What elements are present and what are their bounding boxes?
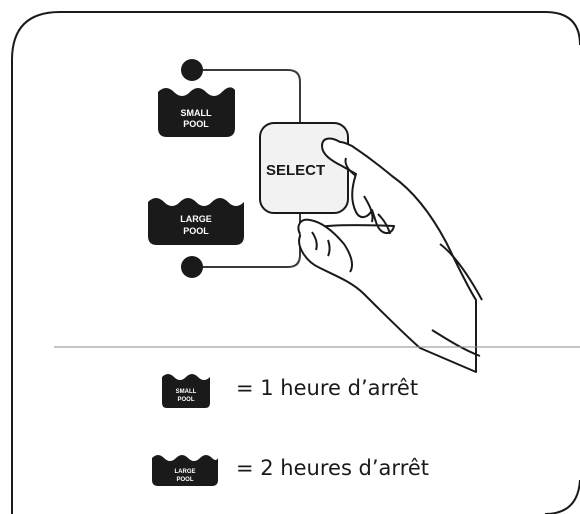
small-pool-label-line2: POOL — [183, 119, 209, 129]
diagram-frame-bottom-right — [544, 479, 580, 514]
large-pool-badge: LARGE POOL — [148, 198, 244, 245]
legend-large-pool-badge: LARGE POOL — [152, 455, 218, 486]
large-pool-indicator-dot — [181, 256, 203, 278]
legend-large-badge-line1: LARGE — [175, 469, 196, 475]
hand-illustration — [297, 137, 483, 373]
legend-small-pool-badge: SMALL POOL — [162, 374, 210, 408]
select-button[interactable]: SELECT — [259, 122, 349, 214]
legend-small-badge-line1: SMALL — [176, 389, 197, 395]
legend-small-text: = 1 heure d’arrêt — [236, 376, 419, 400]
diagram-frame — [11, 11, 580, 514]
legend-large-badge-line2: POOL — [176, 477, 193, 483]
select-button-label: SELECT — [266, 162, 325, 179]
large-pool-label-line1: LARGE — [180, 214, 212, 224]
large-pool-label-line2: POOL — [183, 226, 209, 236]
small-pool-badge: SMALL POOL — [158, 87, 235, 137]
small-pool-label-line1: SMALL — [181, 108, 212, 118]
legend-small-badge-line2: POOL — [177, 397, 194, 403]
small-pool-indicator-dot — [181, 59, 203, 81]
legend-large-text: = 2 heures d’arrêt — [236, 456, 430, 480]
